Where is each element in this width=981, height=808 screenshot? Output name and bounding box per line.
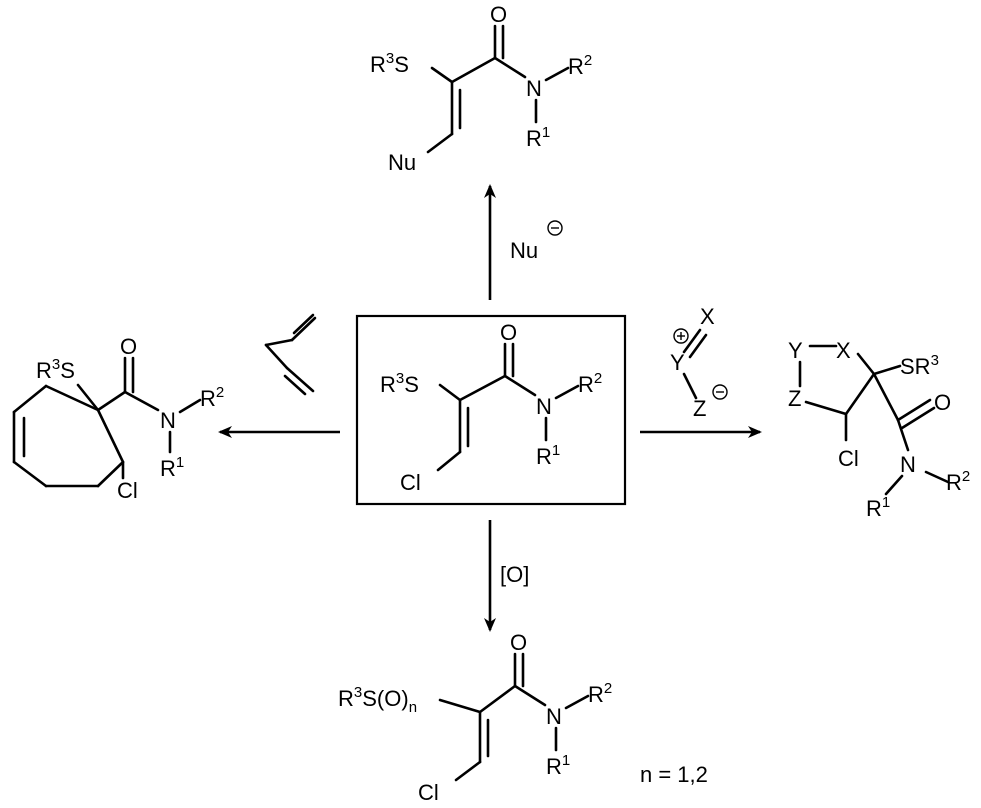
right-label-O: O — [934, 390, 951, 415]
top-label-Nu: Nu — [388, 150, 416, 175]
left-label-N: N — [160, 408, 176, 433]
bottom-label-R1: R1 — [546, 752, 570, 779]
reagent-nu-label: Nu — [510, 238, 538, 263]
substrate-box — [355, 314, 627, 506]
label-Cl: Cl — [400, 470, 421, 495]
label-O: O — [500, 320, 517, 345]
bottom-label-N: N — [546, 704, 562, 729]
left-label-O: O — [120, 334, 137, 359]
minus-charge-icon — [547, 220, 563, 236]
label-R1: R1 — [536, 442, 560, 469]
right-label-Z: Z — [788, 386, 801, 411]
left-label-R2: R2 — [200, 384, 224, 411]
right-label-X: X — [836, 338, 851, 363]
top-label-R3S: R3S — [370, 50, 409, 77]
right-label-R2: R2 — [946, 468, 970, 495]
minus-charge-icon-2 — [712, 384, 728, 400]
dipole-Z: Z — [693, 396, 706, 421]
top-label-N: N — [526, 76, 542, 101]
right-label-Cl: Cl — [838, 446, 859, 471]
label-R3S: R3S — [380, 370, 419, 397]
top-label-O: O — [490, 2, 507, 27]
top-label-R2: R2 — [568, 52, 592, 79]
right-label-R1: R1 — [866, 494, 890, 521]
dipole-X: X — [700, 304, 715, 329]
reagent-nucleophile: Nu — [510, 220, 563, 263]
bottom-label-O: O — [510, 630, 527, 655]
label-R2: R2 — [578, 370, 602, 397]
plus-charge-icon — [673, 328, 689, 344]
reagent-dipole: X Y Z — [670, 304, 728, 421]
left-label-R3S: R3S — [36, 356, 75, 383]
central-substrate: R3S O N R2 R1 Cl — [355, 314, 627, 506]
product-bottom-oxidized: R3S(O)n O N R2 R1 Cl n = 1,2 — [338, 630, 708, 805]
reagent-butadiene — [264, 313, 317, 396]
label-N: N — [536, 394, 552, 419]
bottom-note-n: n = 1,2 — [640, 762, 708, 787]
bottom-label-Cl: Cl — [418, 780, 439, 805]
product-left-diels-alder: R3S O N R2 R1 Cl — [12, 334, 224, 503]
right-label-N: N — [900, 452, 916, 477]
right-label-Y: Y — [788, 338, 803, 363]
product-right-cycloadduct: Y X Z SR3 O Cl N R1 R2 — [788, 338, 970, 521]
top-label-R1: R1 — [526, 124, 550, 151]
reagent-oxidant: [O] — [500, 562, 529, 587]
product-top-vinyl-nucleophile: R3S O N R2 R1 Nu — [370, 2, 592, 175]
left-label-Cl: Cl — [117, 478, 138, 503]
bottom-label-R2: R2 — [588, 680, 612, 707]
right-label-SR3: SR3 — [900, 352, 939, 379]
dipole-Y: Y — [670, 350, 685, 375]
left-label-R1: R1 — [160, 454, 184, 481]
bottom-label-sulfur: R3S(O)n — [338, 684, 417, 716]
